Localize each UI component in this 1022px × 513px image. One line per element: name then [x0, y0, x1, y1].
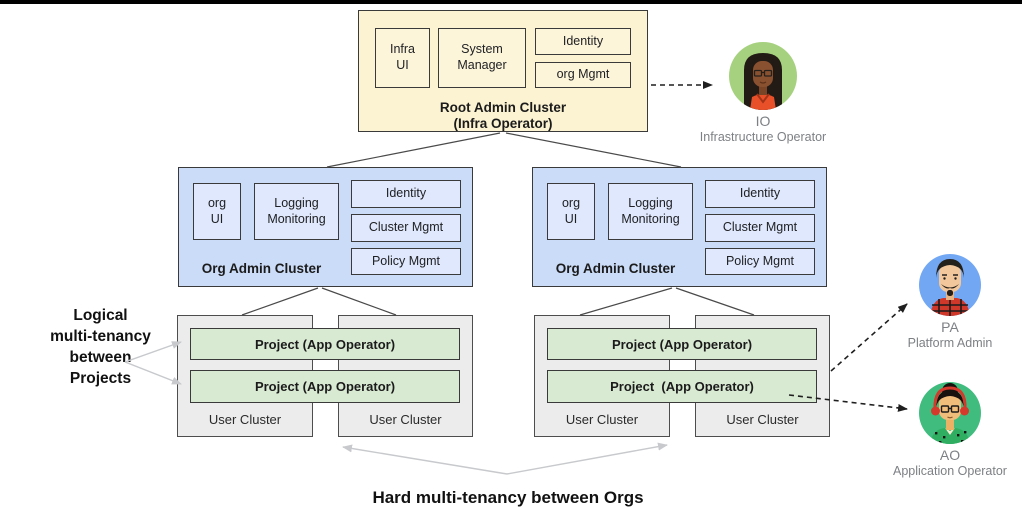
user-cluster-label: User Cluster [369, 412, 442, 427]
ao-avatar-icon [919, 382, 981, 444]
identity-box: Identity [351, 180, 461, 208]
persona-name: Platform Admin [907, 336, 993, 350]
io-avatar-icon [729, 42, 797, 110]
policy-mgmt-box: Policy Mgmt [705, 248, 815, 275]
org-admin-cluster-left: org UI Logging Monitoring Identity Clust… [178, 167, 473, 287]
policy-mgmt-box: Policy Mgmt [351, 248, 461, 275]
identity-box: Identity [535, 28, 631, 55]
hard-multitenancy-label: Hard multi-tenancy between Orgs [372, 488, 644, 507]
project-bar: Project (App Operator) [190, 370, 460, 403]
persona-ao: AO Application Operator [875, 382, 1022, 478]
persona-io: IO Infrastructure Operator [688, 42, 838, 144]
root-cluster-title: Root Admin Cluster (Infra Operator) [359, 100, 647, 132]
org-admin-cluster-right: org UI Logging Monitoring Identity Clust… [532, 167, 827, 287]
persona-name: Application Operator [893, 464, 1007, 478]
org-cluster-title: Org Admin Cluster [555, 260, 676, 276]
root-cluster-title-line2: (Infra Operator) [453, 116, 553, 132]
cluster-mgmt-box: Cluster Mgmt [705, 214, 815, 242]
slide-top-edge-bar [0, 0, 1022, 4]
pa-avatar-icon [919, 254, 981, 316]
project-bar: Project (App Operator) [547, 328, 817, 360]
persona-name: Infrastructure Operator [699, 130, 827, 144]
logical-multitenancy-label: Logical multi-tenancy between Projects [50, 307, 151, 387]
root-cluster-title-line1: Root Admin Cluster [439, 100, 567, 115]
identity-box: Identity [705, 180, 815, 208]
project-bar: Project (App Operator) [190, 328, 460, 360]
persona-pa: PA Platform Admin [875, 254, 1022, 350]
org-mgmt-box: org Mgmt [535, 62, 631, 88]
persona-abbr: PA [941, 319, 959, 335]
logging-monitoring-box: Logging Monitoring [608, 183, 693, 240]
org-ui-box: org UI [193, 183, 241, 240]
org-cluster-title: Org Admin Cluster [201, 260, 322, 276]
logging-monitoring-box: Logging Monitoring [254, 183, 339, 240]
infra-ui-box: Infra UI [375, 28, 430, 88]
project-bar: Project (App Operator) [547, 370, 817, 403]
org-ui-box: org UI [547, 183, 595, 240]
user-cluster-label: User Cluster [726, 412, 799, 427]
user-cluster-label: User Cluster [208, 412, 282, 427]
user-cluster-label: User Cluster [565, 412, 639, 427]
persona-abbr: IO [755, 113, 771, 129]
cluster-mgmt-box: Cluster Mgmt [351, 214, 461, 242]
system-manager-box: System Manager [438, 28, 526, 88]
root-admin-cluster: Infra UI System Manager Identity org Mgm… [358, 10, 648, 132]
persona-abbr: AO [939, 447, 961, 463]
